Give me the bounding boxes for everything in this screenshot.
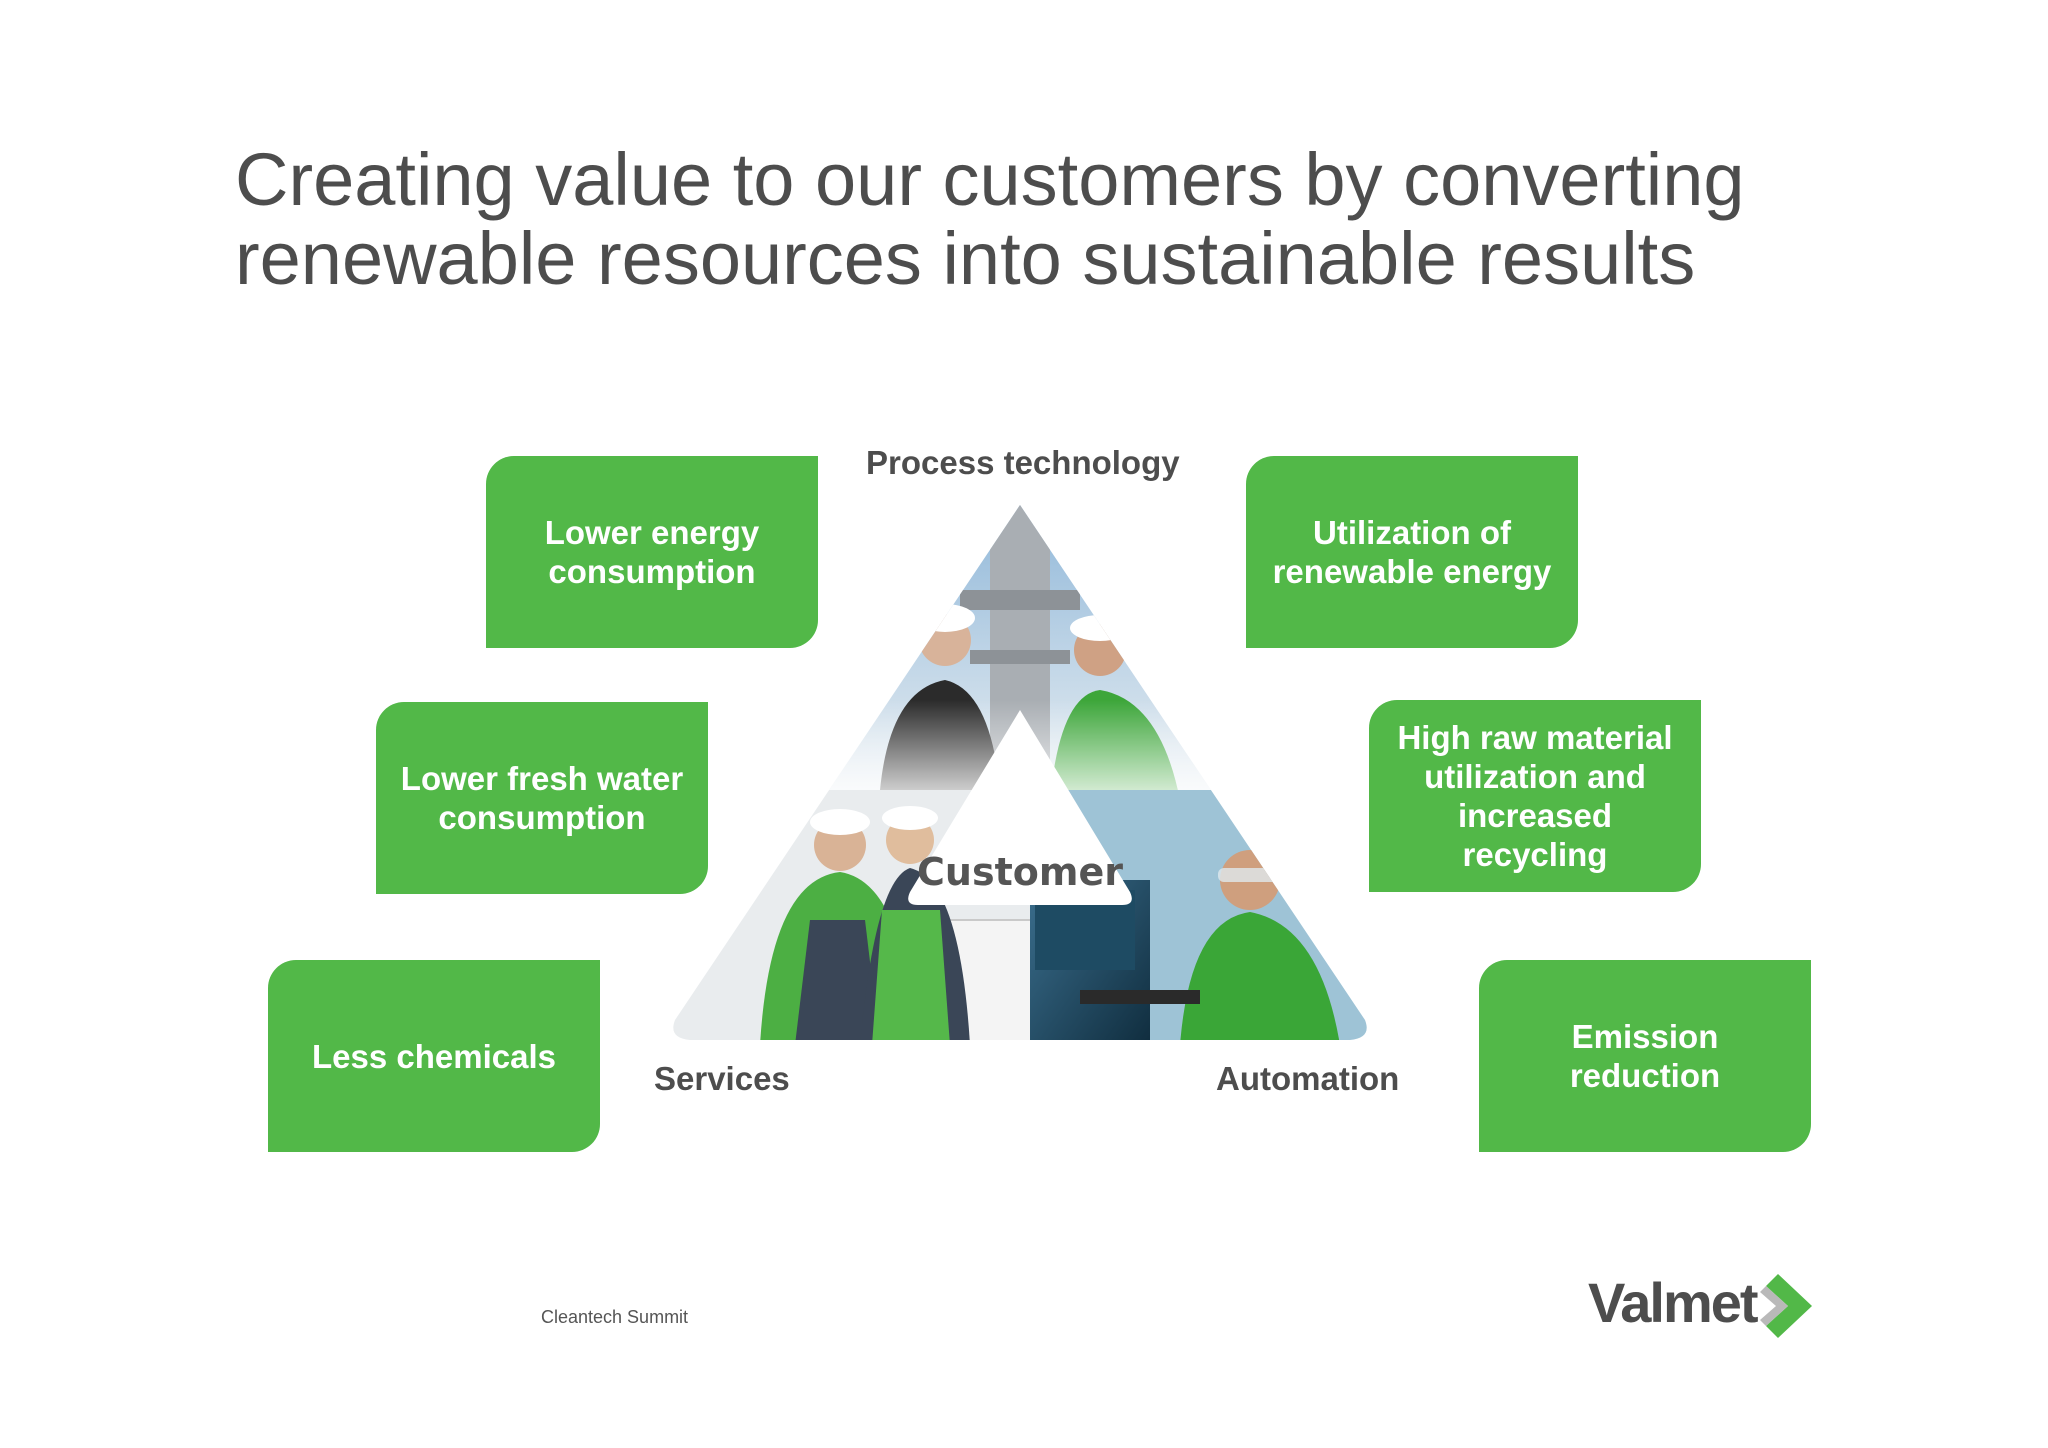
logo-text: Valmet [1588, 1271, 1758, 1334]
customer-triangle: Customer [673, 505, 1367, 1040]
valmet-logo: Valmet [1588, 1271, 1812, 1338]
benefit-box-lower-energy: Lower energy consumption [486, 456, 818, 648]
center-label-customer: Customer [917, 850, 1123, 894]
benefit-box-renewable-energy: Utilization of renewable energy [1246, 456, 1578, 648]
benefit-box-emission-reduction: Emission reduction [1479, 960, 1811, 1152]
valmet-chevron-icon [1760, 1274, 1812, 1338]
benefit-box-lower-water: Lower fresh water consumption [376, 702, 708, 894]
benefit-box-raw-material: High raw material utilization and increa… [1369, 700, 1701, 892]
page-title: Creating value to our customers by conve… [235, 138, 1745, 300]
footer-event-name: Cleantech Summit [541, 1307, 689, 1327]
vertex-label-automation: Automation [1216, 1060, 1400, 1097]
vertex-label-services: Services [654, 1060, 790, 1097]
vertex-label-process-technology: Process technology [866, 444, 1180, 481]
benefit-box-less-chemicals: Less chemicals [268, 960, 600, 1152]
